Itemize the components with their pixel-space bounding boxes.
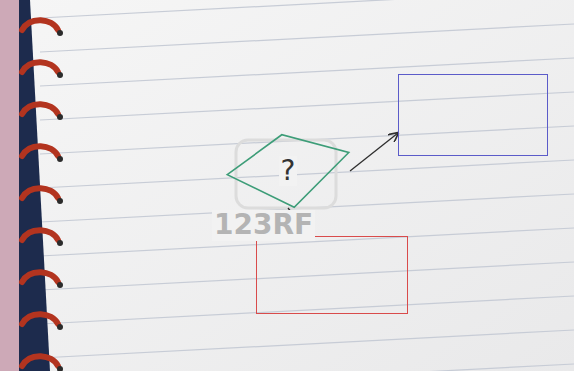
arrow-connector xyxy=(350,133,398,171)
watermark-camera xyxy=(236,140,336,208)
node-text: ? xyxy=(279,156,298,187)
spiral-binding xyxy=(22,20,58,366)
punch-holes xyxy=(57,30,63,371)
process-box xyxy=(398,74,548,156)
process-box xyxy=(256,236,408,314)
ruled-lines xyxy=(40,0,574,371)
page-border xyxy=(0,0,19,371)
watermark: 123RF xyxy=(212,210,315,241)
decision-diamond: ? xyxy=(226,134,350,208)
